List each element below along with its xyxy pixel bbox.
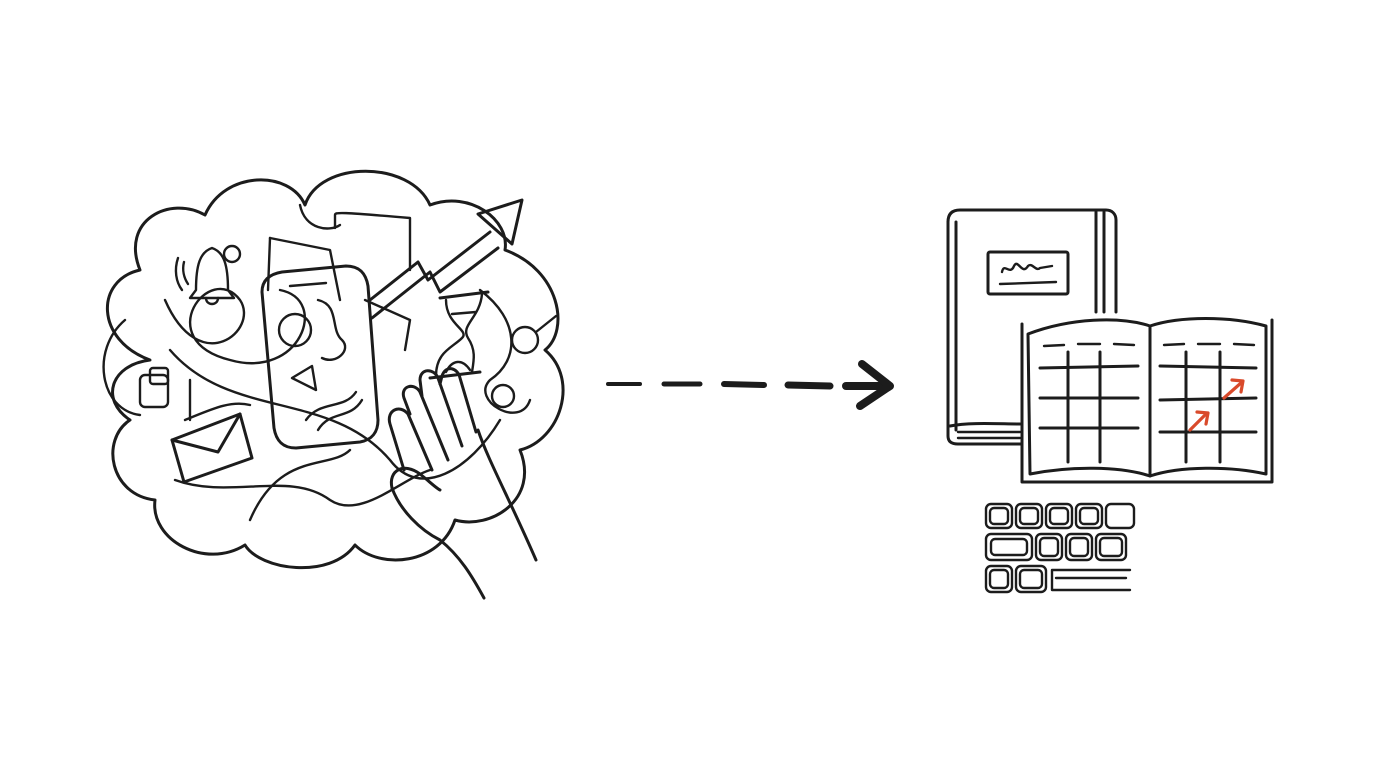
dashed-arrow-icon [606, 360, 894, 410]
open-planner-icon [1020, 317, 1274, 484]
trending-up-arrow-icon [368, 198, 524, 320]
red-arrow-icon [1188, 410, 1210, 432]
keyboard-icon [984, 502, 1136, 594]
hand-icon [387, 367, 538, 600]
camera-icon [138, 366, 170, 409]
hourglass-icon [428, 290, 490, 380]
closed-notebook-icon [946, 208, 1118, 446]
scribble-icon [163, 287, 532, 522]
phone-icon [260, 264, 380, 450]
red-arrow-icon [1222, 378, 1245, 400]
cloud-icon [102, 169, 565, 569]
document-icon [266, 211, 412, 352]
envelope-icon [170, 412, 254, 484]
node-icon [490, 314, 558, 409]
bell-icon [174, 244, 242, 306]
